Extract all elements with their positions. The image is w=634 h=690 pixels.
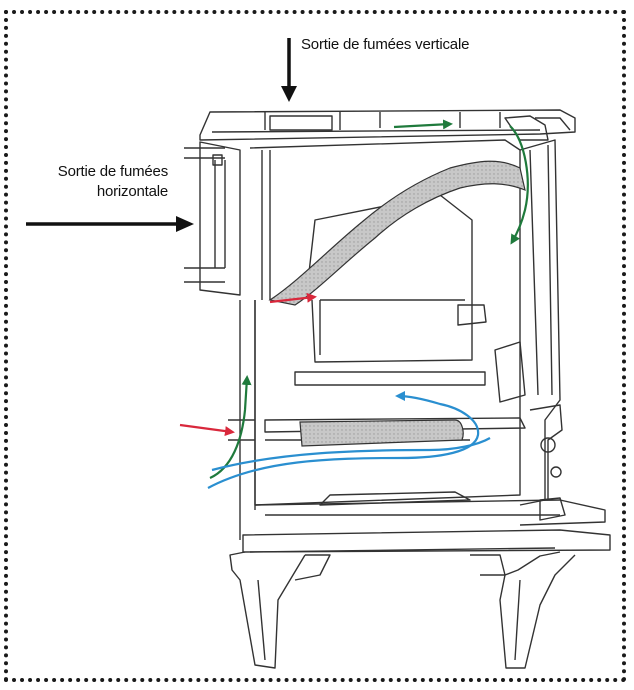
arrow-right-icon [26,216,194,232]
dotted-frame [4,10,626,682]
burner-tube [299,419,464,447]
green-flow-arrows [209,119,529,480]
vertical-exit-label: Sortie de fumées verticale [301,36,470,53]
horizontal-exit-label: Sortie de fumées horizontale [24,162,168,202]
horizontal-exit-label-line2: horizontale [96,183,168,200]
red-air-arrows [179,292,317,437]
stove-body [184,109,611,669]
arrow-down-icon [281,38,297,102]
blue-air-arrows [207,391,491,489]
horizontal-exit-label-line1: Sortie de fumées [57,163,168,180]
baffle [268,160,526,306]
